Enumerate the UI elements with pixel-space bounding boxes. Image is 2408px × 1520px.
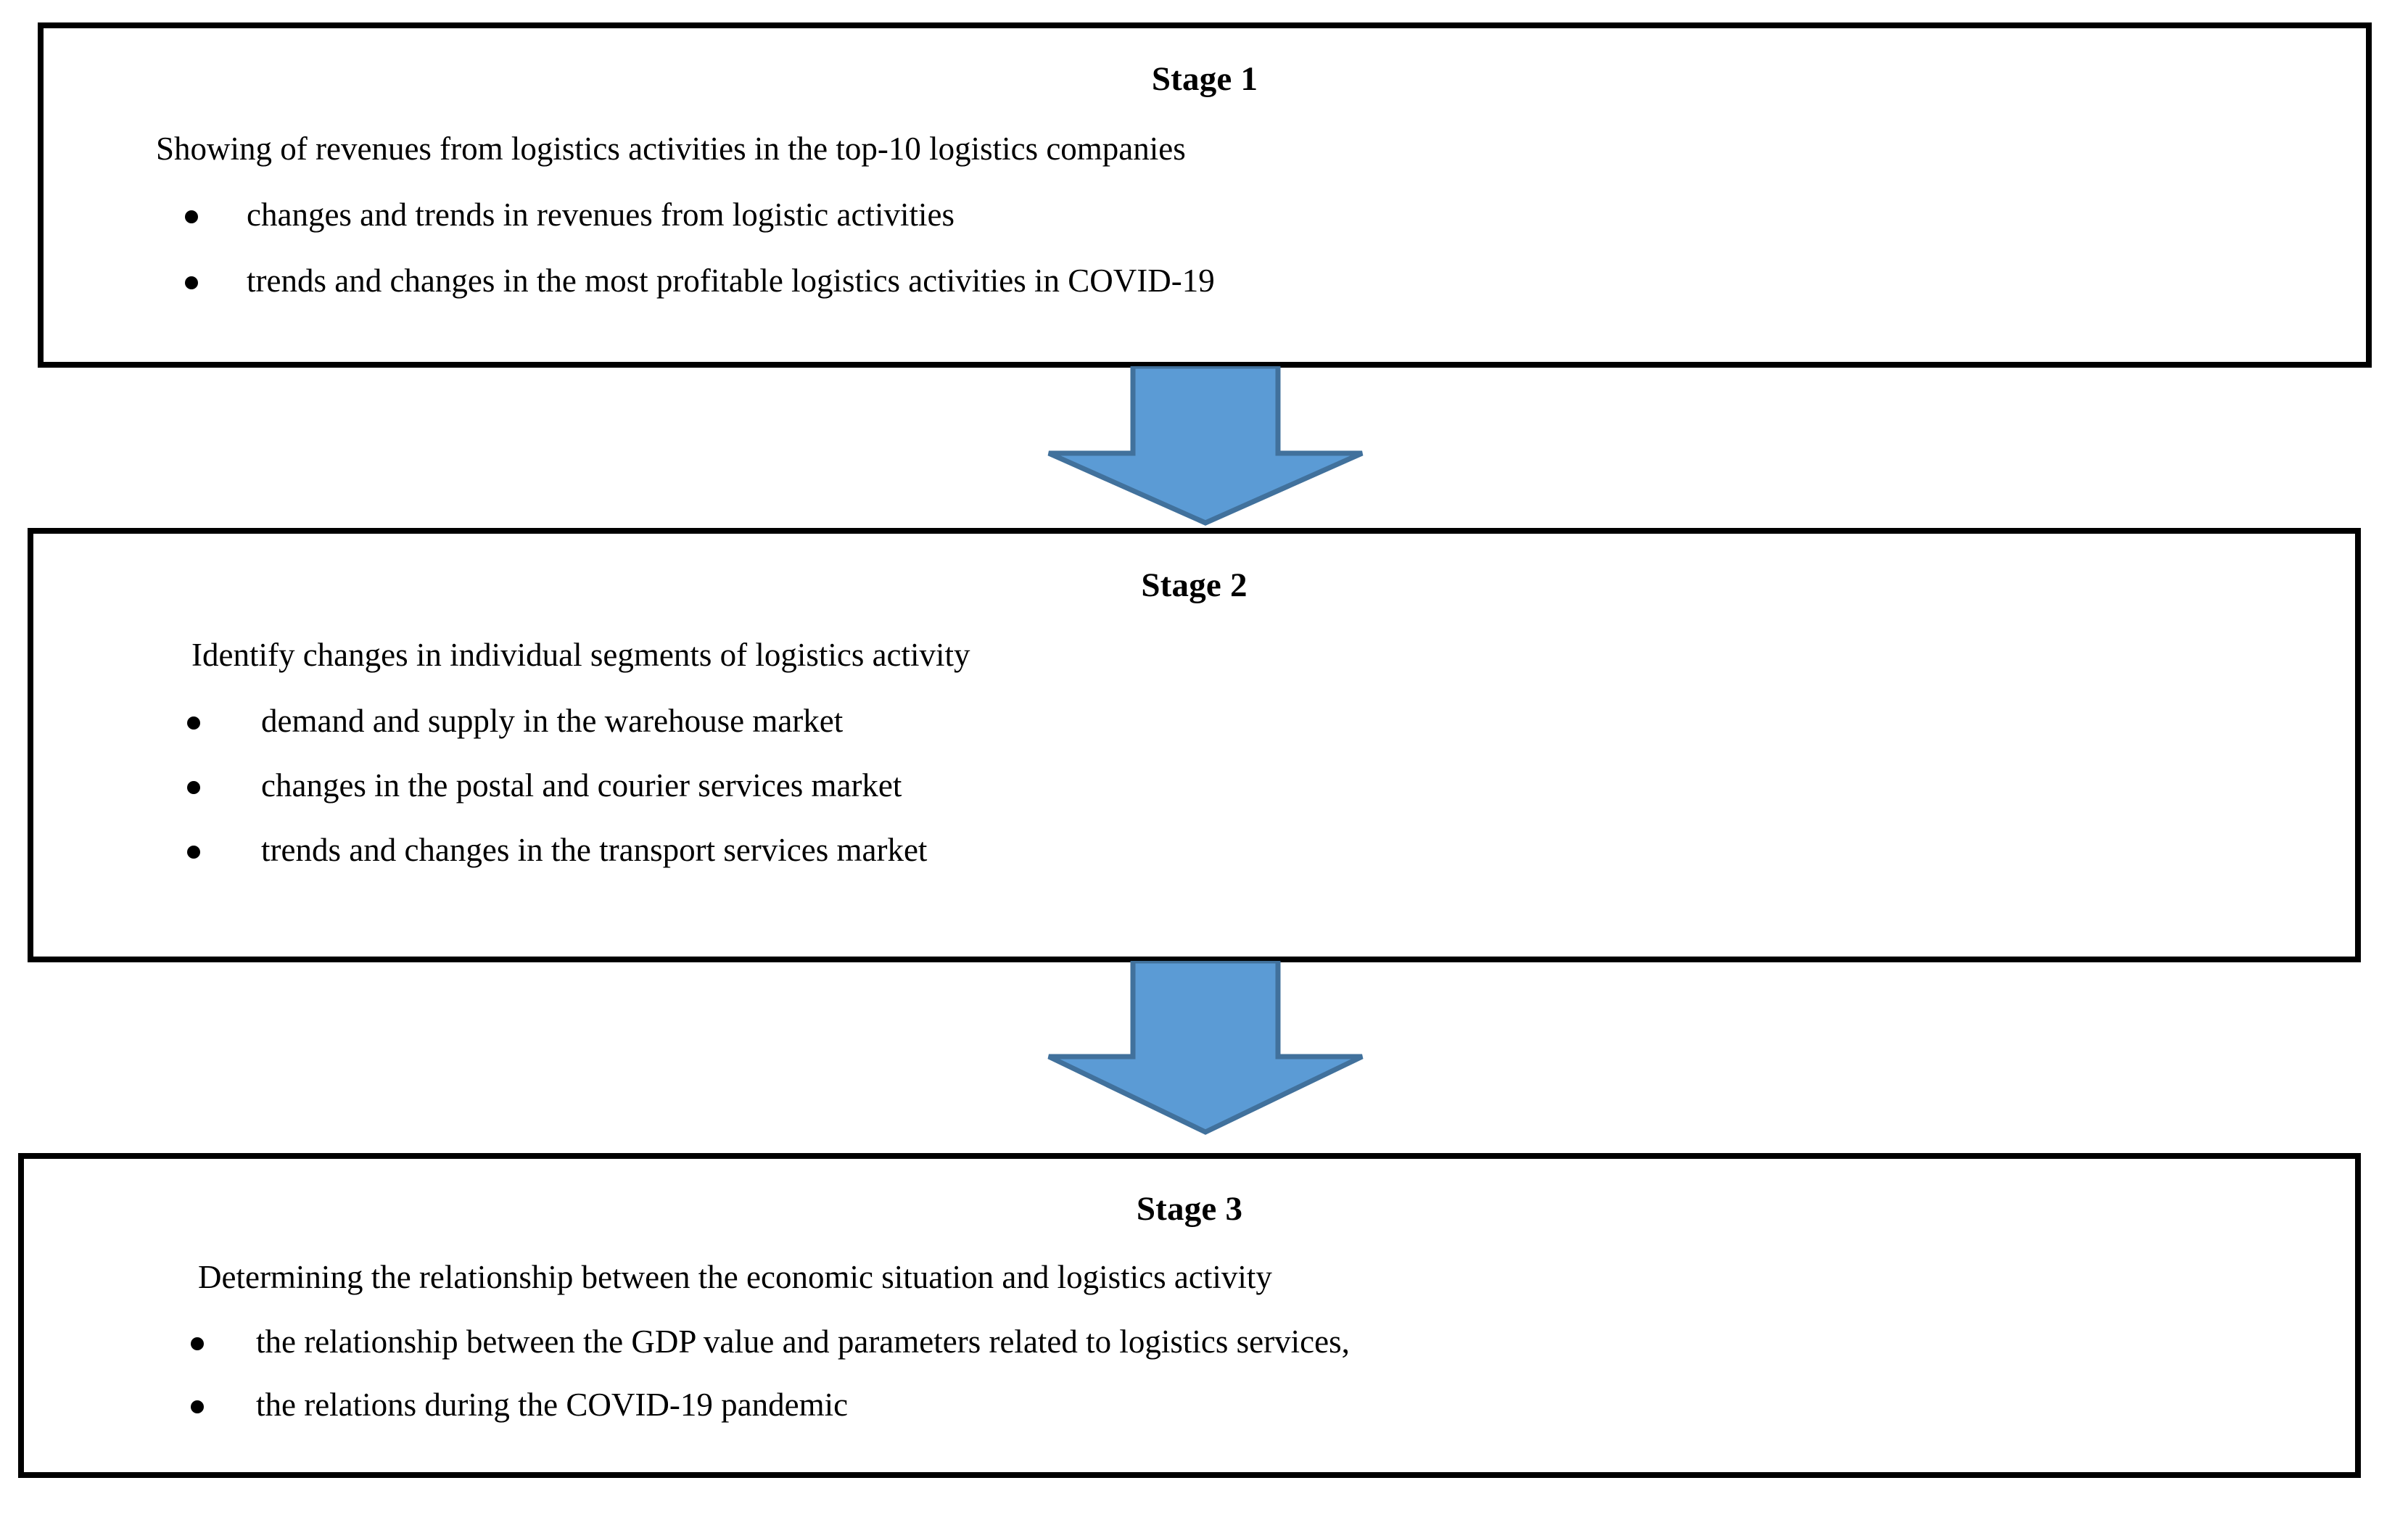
- stage-2-box: Stage 2 Identify changes in individual s…: [28, 528, 2361, 962]
- list-item: demand and supply in the warehouse marke…: [33, 705, 2355, 738]
- list-item: trends and changes in the most profitabl…: [44, 265, 2366, 297]
- stage-1-box: Stage 1 Showing of revenues from logisti…: [38, 22, 2372, 368]
- stage-3-bullet-1: the relationship between the GDP value a…: [256, 1323, 1350, 1360]
- stage-2-bullet-2: changes in the postal and courier servic…: [261, 767, 902, 804]
- list-item: changes in the postal and courier servic…: [33, 769, 2355, 802]
- stage-2-bullet-3: trends and changes in the transport serv…: [261, 832, 928, 868]
- stage-3-box: Stage 3 Determining the relationship bet…: [18, 1153, 2361, 1478]
- stage-3-title: Stage 3: [1136, 1190, 1243, 1228]
- down-arrow-icon: [1047, 961, 1364, 1135]
- list-item: the relations during the COVID-19 pandem…: [24, 1389, 2355, 1421]
- bullet-dot-icon: [185, 210, 198, 223]
- stage-1-bullet-list: changes and trends in revenues from logi…: [44, 199, 2366, 297]
- bullet-dot-icon: [187, 781, 200, 794]
- stage-1-title: Stage 1: [1151, 60, 1258, 98]
- bullet-dot-icon: [191, 1337, 204, 1350]
- bullet-dot-icon: [187, 846, 200, 859]
- stage-3-bullet-list: the relationship between the GDP value a…: [24, 1326, 2355, 1421]
- stage-1-bullet-2: trends and changes in the most profitabl…: [247, 263, 1215, 299]
- stage-2-intro: Identify changes in individual segments …: [191, 637, 970, 673]
- stage-1-intro: Showing of revenues from logistics activ…: [156, 131, 1186, 167]
- list-item: trends and changes in the transport serv…: [33, 834, 2355, 867]
- list-item: the relationship between the GDP value a…: [24, 1326, 2355, 1358]
- stage-3-bullet-2: the relations during the COVID-19 pandem…: [256, 1387, 849, 1423]
- stage-1-bullet-1: changes and trends in revenues from logi…: [247, 197, 954, 233]
- stage-2-bullet-1: demand and supply in the warehouse marke…: [261, 703, 844, 739]
- list-item: changes and trends in revenues from logi…: [44, 199, 2366, 231]
- bullet-dot-icon: [187, 716, 200, 730]
- stage-2-bullet-list: demand and supply in the warehouse marke…: [33, 705, 2355, 867]
- stage-2-title: Stage 2: [1141, 566, 1248, 604]
- bullet-dot-icon: [191, 1400, 204, 1413]
- down-arrow-icon: [1047, 366, 1364, 526]
- flow-arrow-stage1-to-stage2: [1046, 366, 1365, 526]
- flow-arrow-stage2-to-stage3: [1046, 961, 1365, 1135]
- stage-3-intro: Determining the relationship between the…: [198, 1259, 1272, 1295]
- bullet-dot-icon: [185, 276, 198, 289]
